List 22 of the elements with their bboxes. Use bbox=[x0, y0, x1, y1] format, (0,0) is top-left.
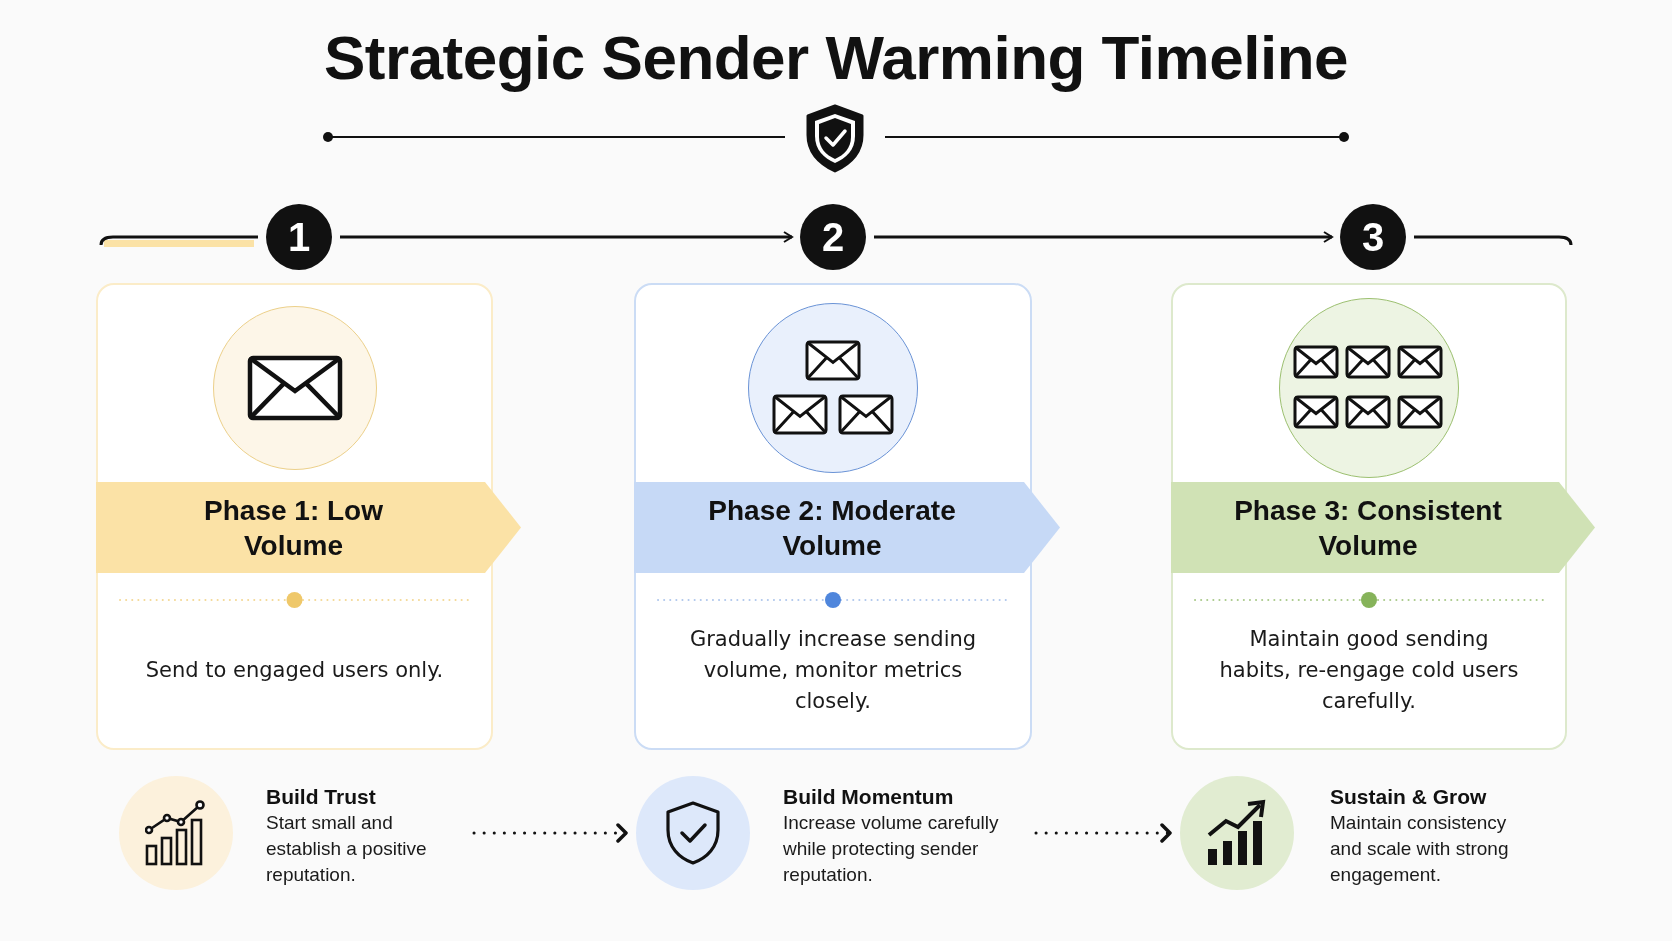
title: Strategic Sender Warming Timeline bbox=[323, 22, 1349, 93]
timeline-line bbox=[1414, 235, 1573, 246]
arrow bbox=[1034, 823, 1172, 843]
step-number: 2 bbox=[800, 204, 866, 270]
phase-description: Maintain good sending habits, re-engage cold users carefully. bbox=[1219, 625, 1519, 715]
step-number: 1 bbox=[266, 204, 332, 270]
arrow bbox=[340, 231, 793, 243]
phase-banner: Phase 3: Consistent Volume bbox=[1171, 482, 1595, 573]
item-heading: Build Momentum bbox=[783, 784, 955, 810]
item-description: Start small and establish a positive reputation. bbox=[266, 811, 428, 887]
phase-banner: Phase 2: Moderate Volume bbox=[634, 482, 1060, 573]
item-description: Increase volume carefully while protecting sender reputation. bbox=[783, 811, 1000, 887]
item-heading: Sustain & Grow bbox=[1330, 784, 1488, 810]
phase-banner: Phase 1: Low Volume bbox=[96, 482, 521, 573]
phase-description: Gradually increase sending volume, monitor metrics closely. bbox=[688, 625, 978, 715]
arrow bbox=[472, 823, 628, 843]
arrow bbox=[874, 231, 1333, 243]
item-heading: Build Trust bbox=[266, 784, 377, 810]
step-number: 3 bbox=[1340, 204, 1406, 270]
phase-description: Send to engaged users only. bbox=[145, 656, 444, 684]
timeline-line bbox=[99, 235, 258, 246]
item-description: Maintain consistency and scale with strong engagement. bbox=[1330, 811, 1510, 887]
